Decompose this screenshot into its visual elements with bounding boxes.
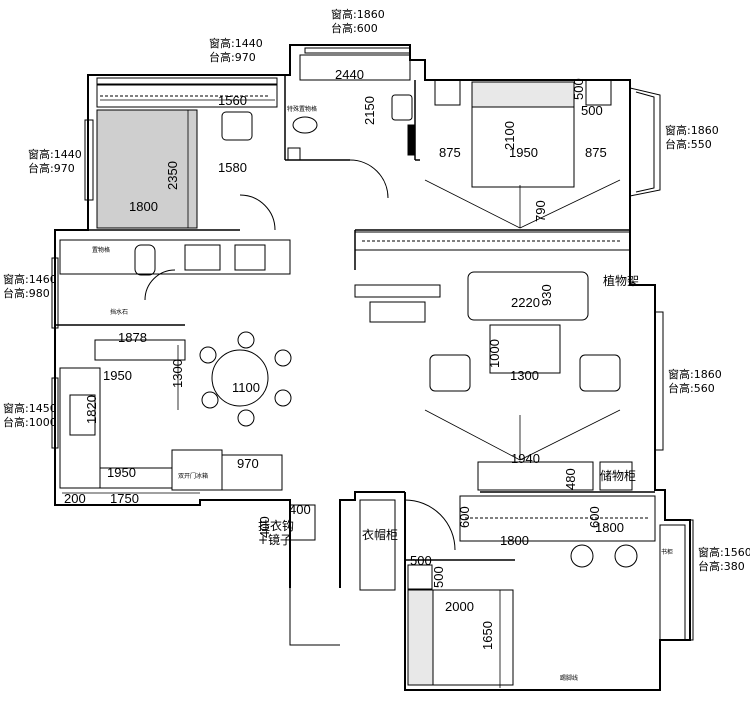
label-floor-board: 踢脚线 xyxy=(560,675,579,682)
window-label-top-left-sill: 台高:970 xyxy=(209,51,256,64)
windows xyxy=(51,47,694,641)
dim-2440: 2440 xyxy=(335,67,364,82)
dim-1820: 1820 xyxy=(84,395,99,424)
label-stone-basin: 挡水石 xyxy=(110,309,129,316)
dim-1300-living: 1300 xyxy=(510,368,539,383)
window-label-right-middle-sill: 台高:560 xyxy=(668,382,715,395)
dim-1650: 1650 xyxy=(480,621,495,650)
dim-1000: 1000 xyxy=(487,339,502,368)
dim-200: 200 xyxy=(64,491,86,506)
window-label-right-lower-height: 窗高:1560 xyxy=(698,546,750,559)
dim-2000: 2000 xyxy=(445,599,474,614)
label-coat-hook: 挂衣钩 xyxy=(258,519,295,533)
dim-1950-kitchen-a: 1950 xyxy=(103,368,132,383)
dim-1878: 1878 xyxy=(118,330,147,345)
dim-2220: 2220 xyxy=(511,295,540,310)
dim-1300-kitchen: 1300 xyxy=(170,359,185,388)
dim-1560: 1560 xyxy=(218,93,247,108)
dim-1800-bedroom: 1800 xyxy=(129,199,158,214)
label-storage-cabinet: 储物柜 xyxy=(600,469,637,483)
dim-500-a: 500 xyxy=(571,78,586,100)
dim-1800-desk: 1800 xyxy=(595,520,624,535)
dim-875-a: 875 xyxy=(439,145,461,160)
window-label-left-height: 窗高:1440 xyxy=(28,148,82,161)
window-label-top-center-sill: 台高:600 xyxy=(331,22,378,35)
dim-1950-kitchen-b: 1950 xyxy=(107,465,136,480)
furniture xyxy=(59,54,686,686)
window-label-left-sill: 台高:970 xyxy=(28,162,75,175)
window-label-left-middle-height: 窗高:1460 xyxy=(3,273,57,286)
window-label-left-lower-sill: 台高:1000 xyxy=(3,416,57,429)
dim-1950-master: 1950 xyxy=(509,145,538,160)
dim-480: 480 xyxy=(563,468,578,490)
window-label-right-lower-sill: 台高:380 xyxy=(698,560,745,573)
dim-600-a: 600 xyxy=(457,506,472,528)
window-label-top-center-height: 窗高:1860 xyxy=(331,8,385,21)
dim-2350: 2350 xyxy=(165,161,180,190)
label-bookshelf: 书柜 xyxy=(661,549,674,556)
dim-1100: 1100 xyxy=(232,380,260,395)
dim-875-b: 875 xyxy=(585,145,607,160)
dim-930: 930 xyxy=(539,284,554,306)
label-plant-shelf: 植物架 xyxy=(603,274,640,288)
window-label-left-lower-height: 窗高:1450 xyxy=(3,402,57,415)
dim-1940: 1940 xyxy=(511,451,540,466)
dim-970: 970 xyxy=(237,456,259,471)
dim-500-d: 500 xyxy=(431,566,446,588)
dim-1580: 1580 xyxy=(218,160,247,175)
dim-790: 790 xyxy=(533,200,548,222)
dim-400-a: 400 xyxy=(289,502,311,517)
label-mirror: +镜子 xyxy=(258,533,293,547)
interior-walls xyxy=(55,75,655,561)
dim-500-b: 500 xyxy=(581,103,603,118)
label-fridge: 双开门冰箱 xyxy=(178,473,209,480)
view-lines xyxy=(62,99,621,688)
dim-1750: 1750 xyxy=(110,491,139,506)
dim-2150: 2150 xyxy=(362,96,377,125)
window-label-right-upper-sill: 台高:550 xyxy=(665,138,712,151)
window-label-left-middle-sill: 台高:980 xyxy=(3,287,50,300)
dim-1800-cabinet: 1800 xyxy=(500,533,529,548)
label-bath-shelf: 特殊置物格 xyxy=(287,106,318,113)
label-shoe-cabinet: 衣帽柜 xyxy=(362,528,399,542)
dim-500-c: 500 xyxy=(410,553,432,568)
window-label-right-upper-height: 窗高:1860 xyxy=(665,124,719,137)
label-shelf: 置物格 xyxy=(92,247,111,254)
window-label-top-left-height: 窗高:1440 xyxy=(209,37,263,50)
window-label-right-middle-height: 窗高:1860 xyxy=(668,368,722,381)
